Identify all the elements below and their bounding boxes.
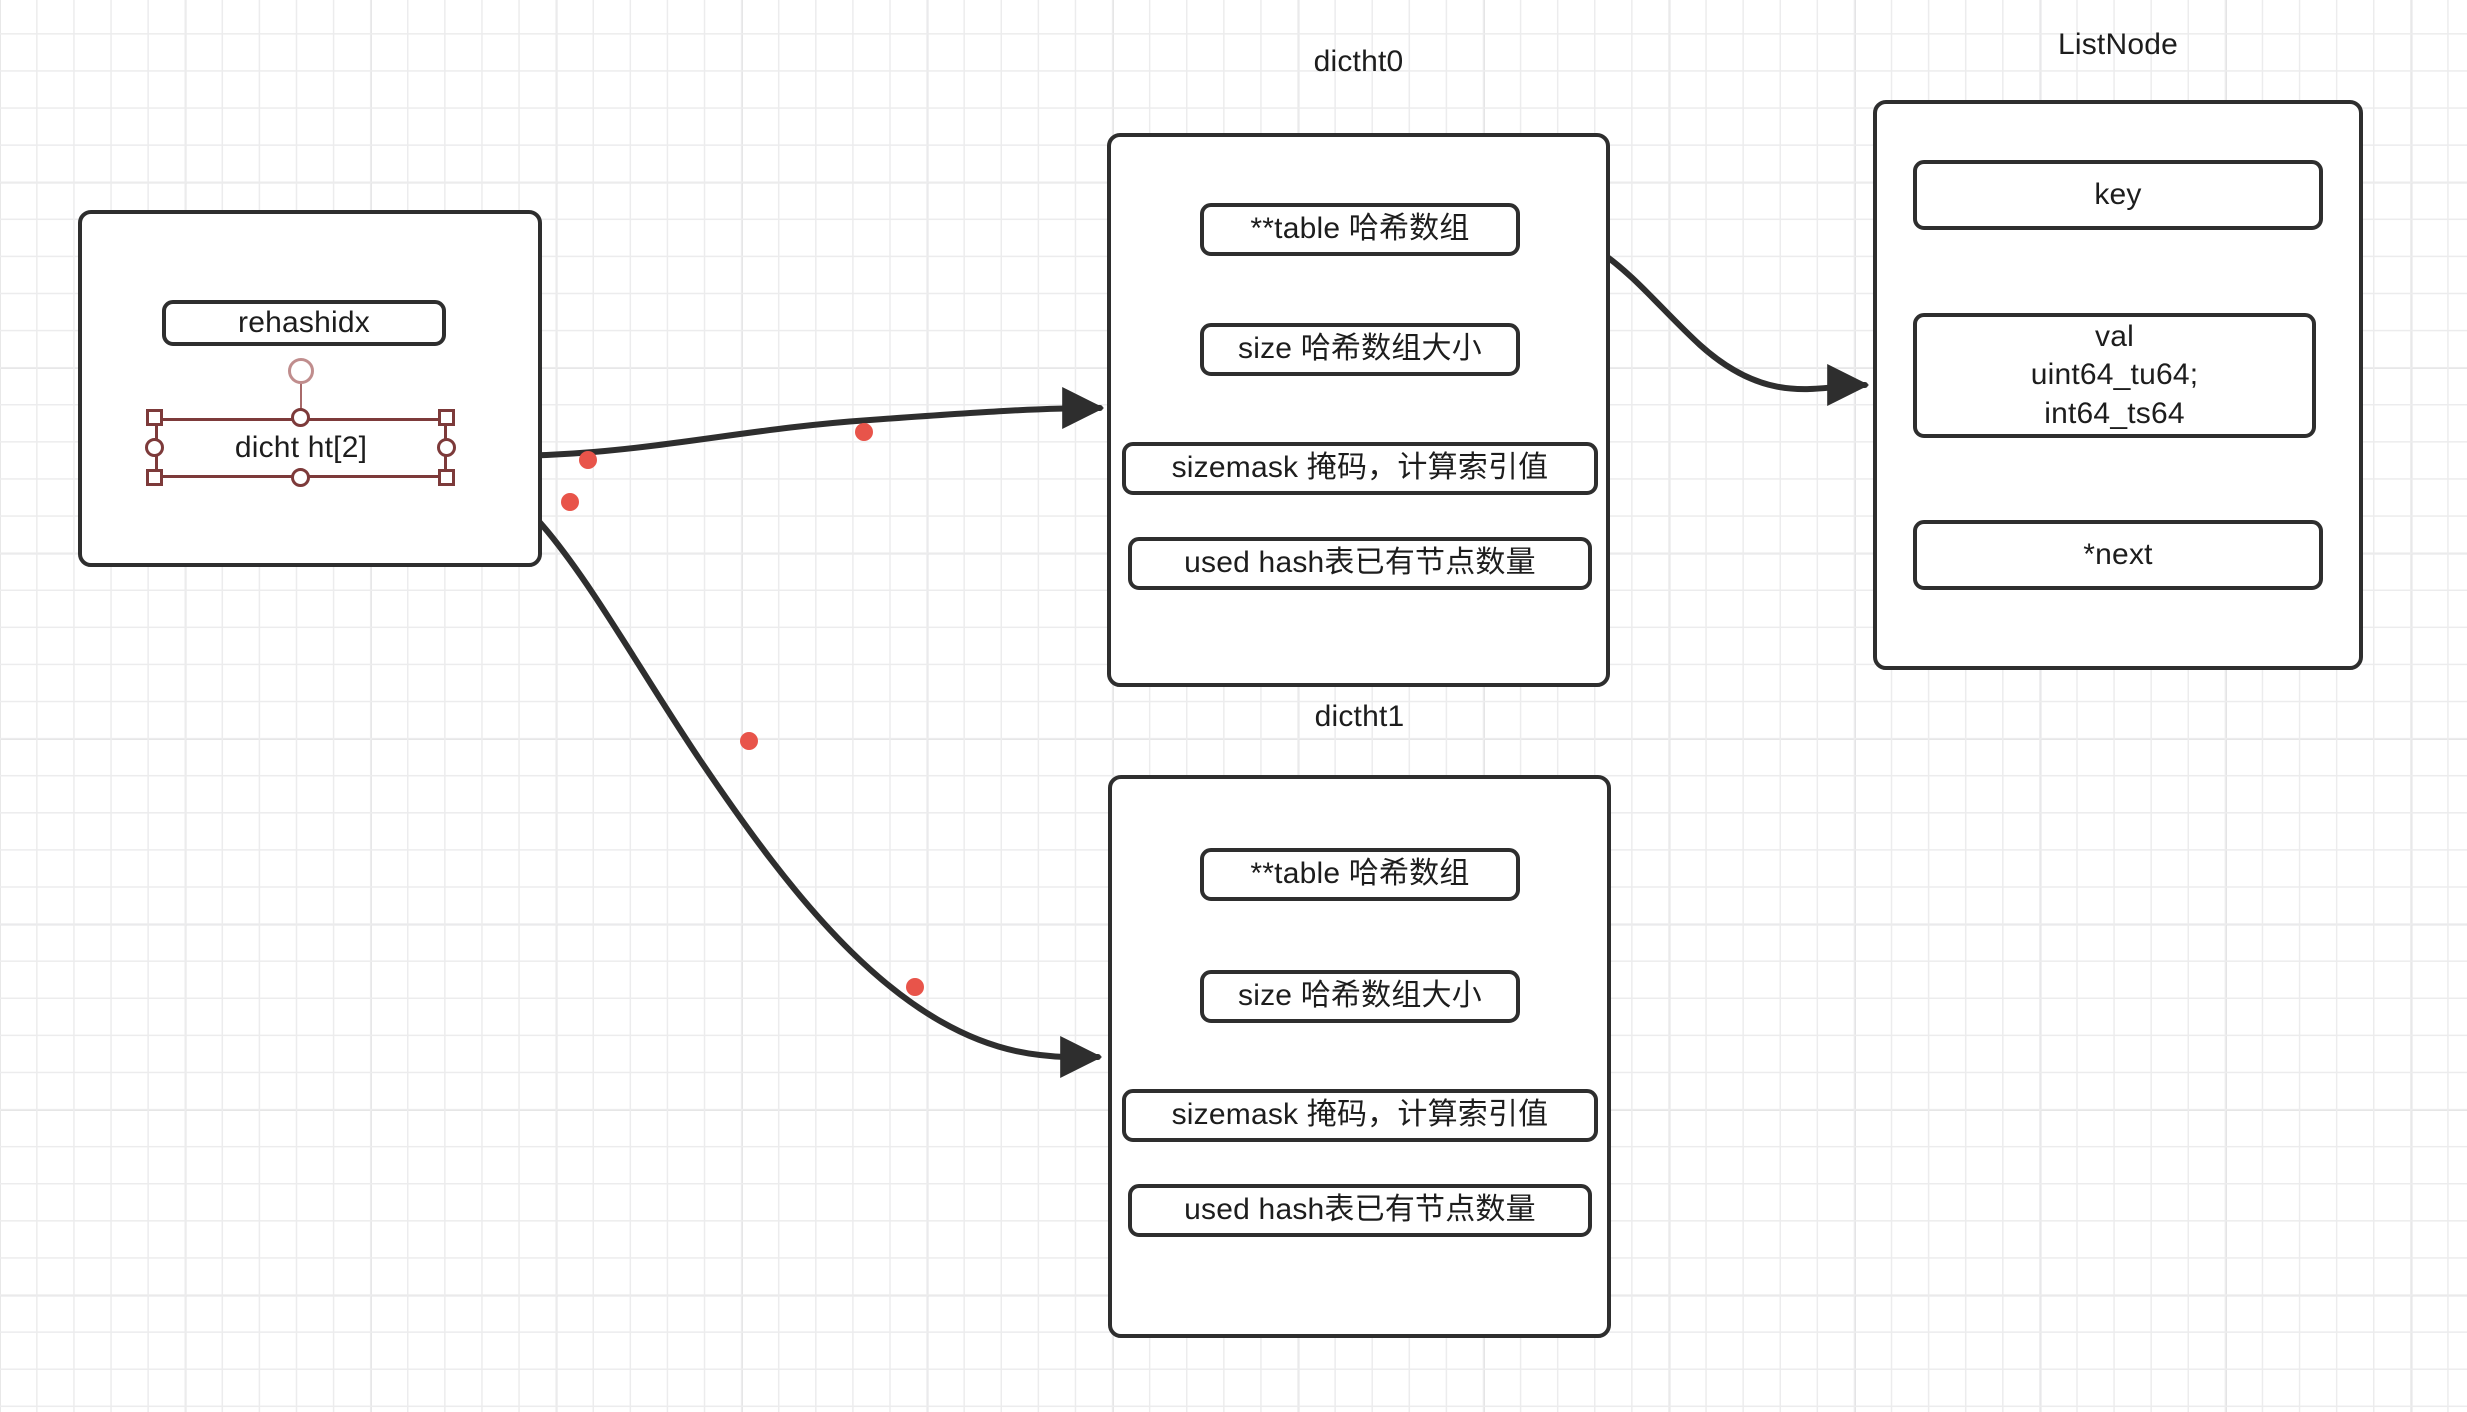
edge-waypoint[interactable] xyxy=(740,732,758,750)
connection-point-bottom[interactable] xyxy=(291,468,310,487)
listnode-row-key-label: key xyxy=(2094,177,2142,211)
dictht0-row-table-label: **table 哈希数组 xyxy=(1250,212,1470,246)
listnode-caption: ListNode xyxy=(1873,28,2363,62)
rotate-handle-stem xyxy=(299,382,302,420)
dictht0-row-used[interactable]: used hash表已有节点数量 xyxy=(1128,537,1592,590)
dictht1-row-table[interactable]: **table 哈希数组 xyxy=(1200,848,1520,901)
dictht0-row-table[interactable]: **table 哈希数组 xyxy=(1200,203,1520,256)
field-rehashidx-label: rehashidx xyxy=(238,305,370,339)
dictht0-row-sizemask[interactable]: sizemask 掩码，计算索引值 xyxy=(1122,442,1598,495)
dictht1-row-size-label: size 哈希数组大小 xyxy=(1238,979,1482,1013)
dictht1-row-used-label: used hash表已有节点数量 xyxy=(1184,1193,1536,1227)
dictht1-row-used[interactable]: used hash表已有节点数量 xyxy=(1128,1184,1592,1237)
field-dicht-ht-array-label: dicht ht[2] xyxy=(234,431,368,464)
dictht0-caption: dictht0 xyxy=(1107,45,1610,79)
listnode-caption-text: ListNode xyxy=(2057,28,2178,61)
listnode-row-key[interactable]: key xyxy=(1913,160,2323,230)
listnode-row-next-label: *next xyxy=(2083,537,2153,571)
dictht0-row-size[interactable]: size 哈希数组大小 xyxy=(1200,323,1520,376)
resize-handle-bottom-right[interactable] xyxy=(438,469,455,486)
connection-point-top[interactable] xyxy=(291,408,310,427)
field-rehashidx[interactable]: rehashidx xyxy=(162,300,446,346)
resize-handle-top-left[interactable] xyxy=(146,409,163,426)
dictht0-box[interactable] xyxy=(1107,133,1610,687)
dictht0-row-size-label: size 哈希数组大小 xyxy=(1238,332,1482,366)
dictht0-caption-text: dictht0 xyxy=(1313,45,1404,78)
dictht1-row-size[interactable]: size 哈希数组大小 xyxy=(1200,970,1520,1023)
connection-point-right[interactable] xyxy=(437,438,456,457)
edge-ht-to-dictht0[interactable] xyxy=(449,387,1105,459)
dictht1-row-sizemask-label: sizemask 掩码，计算索引值 xyxy=(1171,1098,1549,1132)
listnode-row-next[interactable]: *next xyxy=(1913,520,2323,590)
dictht0-row-sizemask-label: sizemask 掩码，计算索引值 xyxy=(1171,451,1549,485)
dictht1-row-sizemask[interactable]: sizemask 掩码，计算索引值 xyxy=(1122,1089,1598,1142)
edge-waypoint[interactable] xyxy=(906,978,924,996)
edge-waypoint[interactable] xyxy=(579,451,597,469)
rotate-handle[interactable] xyxy=(288,358,314,384)
dictht1-caption: dictht1 xyxy=(1108,700,1611,734)
edge-ht-to-dictht1[interactable] xyxy=(449,457,1103,1079)
dictht1-row-table-label: **table 哈希数组 xyxy=(1250,857,1470,891)
edge-waypoint[interactable] xyxy=(855,423,873,441)
dictht0-row-used-label: used hash表已有节点数量 xyxy=(1184,546,1536,580)
connection-point-left[interactable] xyxy=(145,438,164,457)
resize-handle-top-right[interactable] xyxy=(438,409,455,426)
listnode-row-val-label: val uint64_tu64; int64_ts64 xyxy=(2030,319,2199,430)
resize-handle-bottom-left[interactable] xyxy=(146,469,163,486)
dict-container-box[interactable] xyxy=(78,210,542,567)
edge-waypoint[interactable] xyxy=(561,493,579,511)
dictht1-caption-text: dictht1 xyxy=(1314,700,1405,733)
listnode-row-val[interactable]: val uint64_tu64; int64_ts64 xyxy=(1913,313,2316,438)
